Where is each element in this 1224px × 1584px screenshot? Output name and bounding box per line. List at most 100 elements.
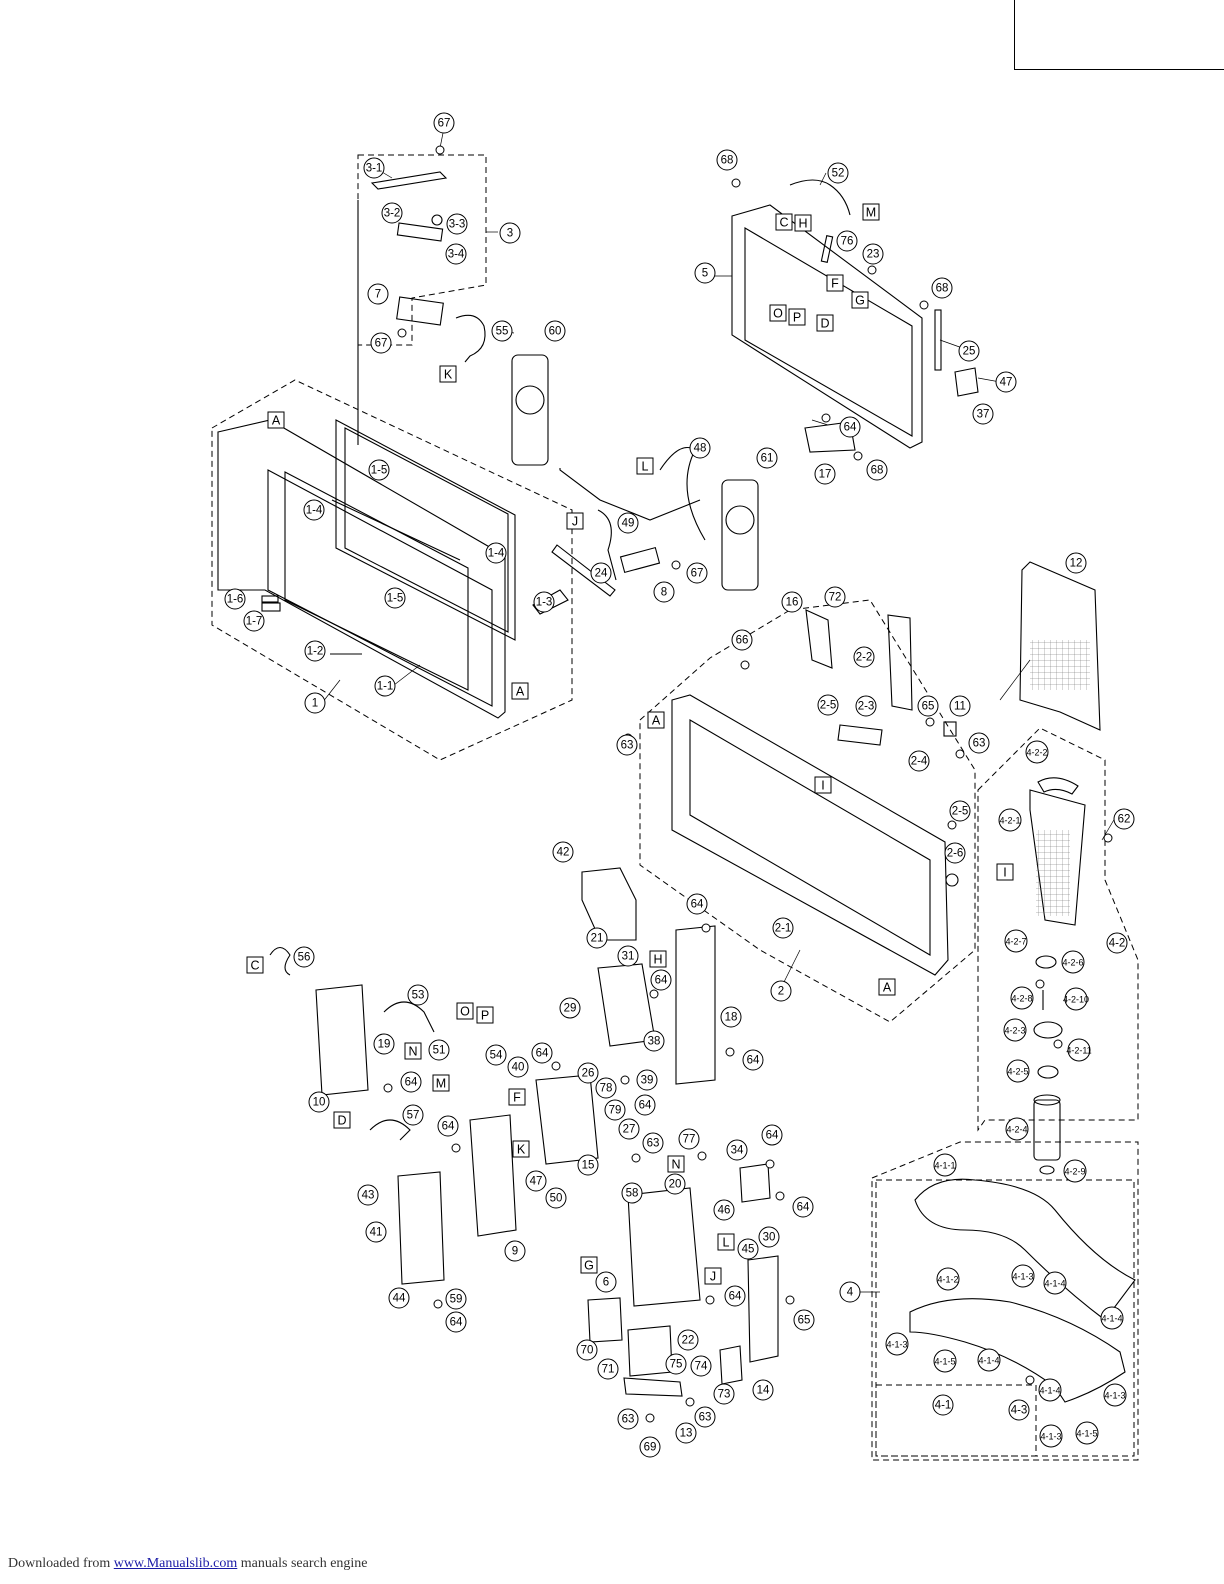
reference-box-H: H bbox=[649, 950, 667, 968]
callout-43: 43 bbox=[357, 1184, 379, 1206]
callout-label: 42 bbox=[557, 847, 570, 859]
part-57-cable bbox=[369, 1119, 411, 1141]
callout-label: 2-4 bbox=[911, 756, 928, 768]
callout-72: 72 bbox=[824, 586, 846, 608]
callout-50: 50 bbox=[545, 1187, 567, 1209]
manualslib-link[interactable]: www.Manualslib.com bbox=[113, 1556, 238, 1571]
callout-label: 4-2-10 bbox=[1063, 995, 1089, 1005]
callout-label: 4-1-5 bbox=[1076, 1429, 1097, 1439]
callout-label: 50 bbox=[550, 1193, 563, 1205]
callout-label: 31 bbox=[622, 951, 635, 963]
reference-letter: G bbox=[855, 294, 865, 308]
callout-2-6: 2-6 bbox=[944, 842, 966, 864]
callout-4-2-8: 4-2-8 bbox=[1010, 986, 1034, 1010]
group-3-boundary bbox=[357, 154, 487, 346]
callout-label: 6 bbox=[603, 1277, 609, 1289]
callout-label: 2 bbox=[778, 986, 784, 998]
reference-letter: P bbox=[481, 1009, 489, 1023]
callout-label: 4-1-2 bbox=[937, 1275, 958, 1285]
callout-3: 3 bbox=[499, 222, 521, 244]
callout-label: 1-7 bbox=[246, 616, 263, 628]
callout-6: 6 bbox=[595, 1271, 617, 1293]
callout-48: 48 bbox=[689, 437, 711, 459]
part-4-2-5 bbox=[1037, 1065, 1059, 1079]
callout-64: 64 bbox=[634, 1094, 656, 1116]
callout-65: 65 bbox=[917, 695, 939, 717]
part-14-bracket bbox=[747, 1255, 779, 1363]
callout-label: 4-1-4 bbox=[978, 1356, 999, 1366]
callout-label: 44 bbox=[393, 1293, 406, 1305]
callout-18: 18 bbox=[720, 1006, 742, 1028]
callout-44: 44 bbox=[388, 1287, 410, 1309]
reference-letter: H bbox=[798, 217, 807, 231]
callout-23: 23 bbox=[862, 243, 884, 265]
reference-box-C: C bbox=[775, 213, 793, 231]
reference-letter: O bbox=[460, 1005, 470, 1019]
part-16-sheet bbox=[805, 609, 833, 669]
group-1-boundary bbox=[211, 379, 573, 761]
callout-4-1-4: 4-1-4 bbox=[977, 1348, 1001, 1372]
page-corner-box bbox=[1014, 0, 1224, 70]
reference-box-I: I bbox=[814, 776, 832, 794]
callout-label: 2-3 bbox=[858, 701, 875, 713]
callout-label: 9 bbox=[512, 1246, 518, 1258]
callout-label: 1 bbox=[312, 698, 318, 710]
callout-20: 20 bbox=[664, 1173, 686, 1195]
callout-3-3: 3-3 bbox=[446, 213, 468, 235]
part-2-1-inner bbox=[689, 719, 931, 956]
callout-30: 30 bbox=[758, 1226, 780, 1248]
callout-67: 67 bbox=[370, 332, 392, 354]
callout-1: 1 bbox=[304, 692, 326, 714]
callout-label: 67 bbox=[438, 118, 451, 130]
part-9-board bbox=[469, 1114, 517, 1237]
callout-label: 30 bbox=[763, 1232, 776, 1244]
callout-label: 38 bbox=[648, 1036, 661, 1048]
callout-label: 64 bbox=[639, 1100, 652, 1112]
callout-3-2: 3-2 bbox=[381, 202, 403, 224]
callout-4-2-5: 4-2-5 bbox=[1006, 1059, 1030, 1083]
callout-label: 58 bbox=[626, 1188, 639, 1200]
reference-box-C: C bbox=[246, 956, 264, 974]
callout-64: 64 bbox=[445, 1311, 467, 1333]
callout-4: 4 bbox=[839, 1281, 861, 1303]
part-4-2-1-neck bbox=[1029, 789, 1086, 926]
callout-label: 1-6 bbox=[227, 594, 244, 606]
callout-label: 68 bbox=[936, 283, 949, 295]
part-1-7-label bbox=[261, 602, 281, 612]
reference-letter: A bbox=[516, 685, 525, 699]
callout-59: 59 bbox=[445, 1288, 467, 1310]
callout-64: 64 bbox=[839, 416, 861, 438]
callout-49: 49 bbox=[617, 512, 639, 534]
reference-letter: C bbox=[779, 216, 788, 230]
part-37-bracket bbox=[954, 367, 979, 397]
callout-label: 4-2-8 bbox=[1011, 994, 1032, 1004]
callout-1-5: 1-5 bbox=[384, 587, 406, 609]
callout-label: 34 bbox=[731, 1145, 744, 1157]
reference-letter: L bbox=[642, 460, 649, 474]
reference-box-N: N bbox=[667, 1155, 685, 1173]
reference-letter: M bbox=[866, 206, 876, 220]
callout-7: 7 bbox=[367, 283, 389, 305]
reference-box-G: G bbox=[851, 291, 869, 309]
footer-suffix: manuals search engine bbox=[240, 1556, 368, 1571]
part-11-clip bbox=[943, 721, 957, 737]
callout-label: 4-2-3 bbox=[1004, 1026, 1025, 1036]
callout-label: 1-4 bbox=[488, 548, 505, 560]
callout-label: 64 bbox=[691, 899, 704, 911]
callout-label: 47 bbox=[530, 1176, 543, 1188]
callout-label: 1-4 bbox=[306, 505, 323, 517]
callout-label: 2-5 bbox=[820, 700, 837, 712]
part-10-board bbox=[315, 984, 369, 1096]
part-61-cone bbox=[725, 505, 755, 535]
callout-26: 26 bbox=[577, 1062, 599, 1084]
callout-38: 38 bbox=[643, 1030, 665, 1052]
reference-box-H: H bbox=[794, 214, 812, 232]
callout-4-1-5: 4-1-5 bbox=[1075, 1421, 1099, 1445]
callout-40: 40 bbox=[507, 1056, 529, 1078]
callout-label: 63 bbox=[621, 740, 634, 752]
callout-68: 68 bbox=[866, 459, 888, 481]
part-2-6-knob bbox=[945, 873, 959, 887]
reference-letter: F bbox=[831, 277, 839, 291]
part-56-cable bbox=[269, 946, 291, 976]
footer-prefix: Downloaded from bbox=[8, 1556, 111, 1571]
